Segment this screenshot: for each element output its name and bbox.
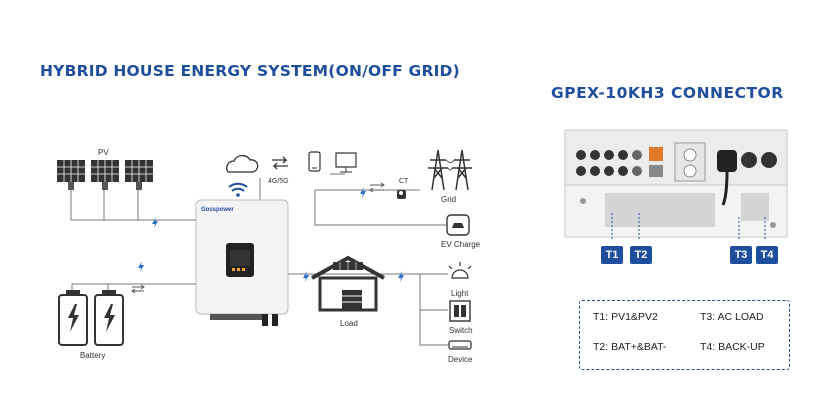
legend-t4: T4: BACK-UP <box>700 341 765 353</box>
diagram-title: HYBRID HOUSE ENERGY SYSTEM(ON/OFF GRID) <box>40 62 460 80</box>
tag-t3: T3 <box>730 246 752 264</box>
light-bulb-icon <box>448 262 472 279</box>
backup-connector <box>741 152 757 168</box>
device-icon <box>448 340 472 350</box>
connector-legend: T1: PV1&PV2 T3: AC LOAD T2: BAT+&BAT- T4… <box>579 300 790 370</box>
house-icon <box>311 255 385 312</box>
phone-icon <box>308 151 321 172</box>
solar-panel-icon <box>57 160 85 190</box>
battery-icon <box>94 290 124 346</box>
grid-tower-icon <box>428 149 472 191</box>
wifi-icon <box>228 182 248 197</box>
legend-t1: T1: PV1&PV2 <box>593 311 658 323</box>
grid-label: Grid <box>441 195 456 204</box>
connector-panel <box>564 129 788 240</box>
connector-title: GPEX-10KH3 CONNECTOR <box>551 84 784 102</box>
flow-battery-icon <box>138 261 144 272</box>
flow-grid-icon <box>360 187 366 198</box>
battery-icon <box>58 290 88 346</box>
vent-grille <box>741 193 769 221</box>
solar-panel-icon <box>125 160 153 190</box>
pv-connectors <box>576 150 628 176</box>
network-label: 4G/5G <box>268 178 289 185</box>
bidirectional-arrows <box>131 182 385 294</box>
flow-markers <box>138 187 404 282</box>
battery-exchange-icon <box>131 284 145 294</box>
tag-t1: T1 <box>601 246 623 264</box>
ev-charger-icon <box>446 214 470 236</box>
grid-exchange-icon <box>369 182 385 193</box>
tag-t4: T4 <box>756 246 778 264</box>
vent-grille <box>605 193 715 227</box>
flow-pv-icon <box>152 217 158 228</box>
device-label: Device <box>448 355 473 364</box>
switch-label: Switch <box>449 326 473 335</box>
solar-panel-icon <box>91 160 119 190</box>
cloud-icon <box>226 154 259 173</box>
inverter-brand: Gosspower <box>201 207 234 213</box>
flow-devices-icon <box>398 271 404 282</box>
ct-label: CT <box>399 178 409 185</box>
pv-panels <box>57 160 153 190</box>
ev-label: EV Charge <box>441 240 481 249</box>
backup-connector <box>761 152 777 168</box>
legend-t3: T3: AC LOAD <box>700 311 764 323</box>
tag-t2: T2 <box>630 246 652 264</box>
light-label: Light <box>451 289 469 298</box>
comm-port <box>649 147 663 161</box>
ac-load-plug <box>717 150 737 172</box>
system-diagram: Gosspower 4G/5G CT Grid <box>57 148 481 364</box>
comm-port <box>649 165 663 177</box>
load-label: Load <box>340 319 358 328</box>
flow-load-icon <box>303 271 309 282</box>
pv-label: PV <box>98 148 109 157</box>
battery-connectors <box>632 150 642 176</box>
ct-clamp-icon <box>397 190 406 199</box>
battery-label: Battery <box>80 351 105 360</box>
monitor-icon <box>335 152 357 173</box>
pointer-lines <box>611 213 766 240</box>
hybrid-inverter <box>195 199 289 326</box>
switch-icon <box>449 300 471 322</box>
legend-t2: T2: BAT+&BAT- <box>593 341 667 353</box>
sync-icon <box>272 156 288 170</box>
